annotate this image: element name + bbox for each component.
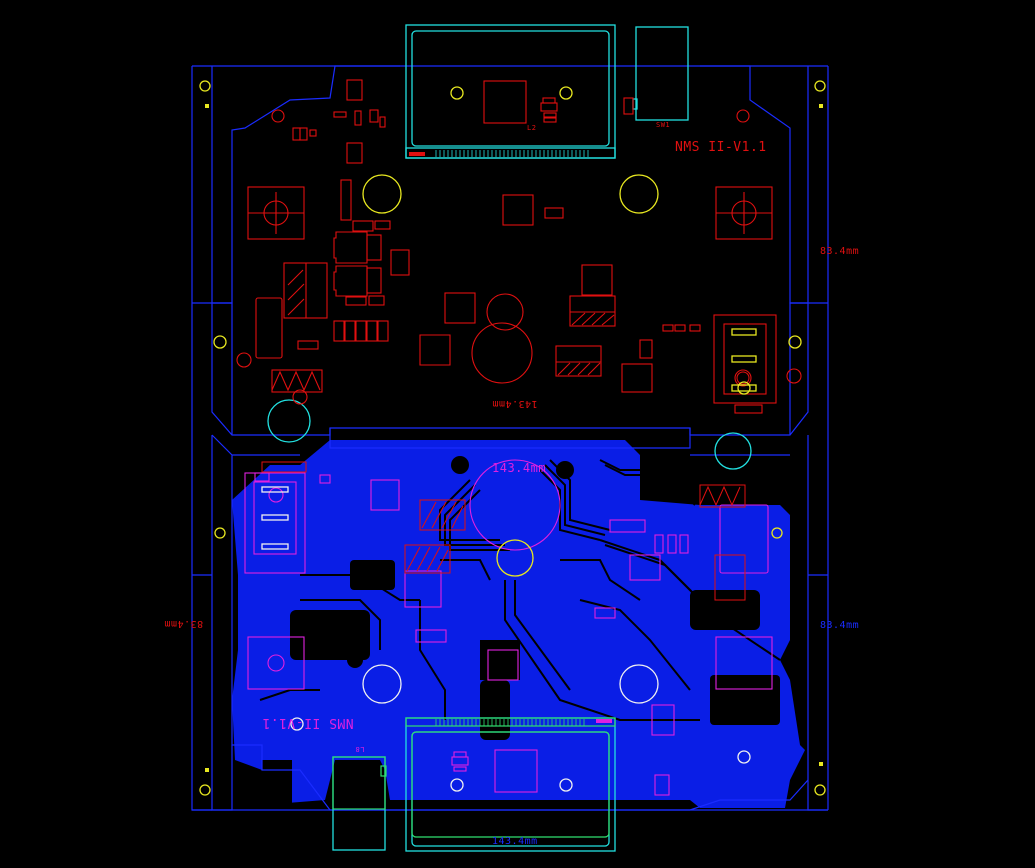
yellow-markers [205, 104, 823, 772]
mirrored-text: 143.4mm [492, 398, 538, 409]
fpc-label-top [409, 152, 425, 156]
lcd-bottom-mech [332, 717, 616, 838]
label-title-top: NMS II-V1.1 [675, 140, 767, 155]
mirrored-text: NMS II-V1.1 [262, 715, 354, 730]
label-dim-top-height: 83.4mm [820, 246, 860, 257]
label-ref-sw1: SW1 [656, 121, 671, 129]
label-ref-l8: L8 [355, 745, 364, 753]
fpc-connector-bottom [435, 719, 585, 726]
bottom-copper-pour [232, 440, 805, 808]
board-outline [191, 65, 829, 811]
label-dim-bottom-width: 143.4mm [492, 836, 538, 847]
fpc-label-bottom [596, 719, 612, 723]
label-dim-right-height: 83.4mm [820, 620, 860, 631]
bottom-silk-components [244, 459, 773, 796]
bottom-traces [259, 459, 781, 721]
label-dim-top-width: 143.4mm [492, 398, 538, 409]
bottom-mounting-holes [261, 486, 751, 792]
top-layer-components [236, 79, 802, 414]
fpc-connector-top [435, 150, 589, 157]
mirrored-text: 83.4mm [164, 618, 204, 629]
label-dim-bottom-silk-width: 143.4mm [492, 461, 547, 475]
label-title-bottom: NMS II-V1.1 [262, 715, 354, 730]
hatched-parts [261, 461, 746, 601]
mirrored-text: L8 [355, 745, 365, 753]
label-ref-l2: L2 [527, 124, 537, 132]
lcd-top-outline [267, 24, 752, 470]
mounting-holes [199, 80, 826, 796]
label-dim-left-height: 83.4mm [164, 618, 203, 629]
